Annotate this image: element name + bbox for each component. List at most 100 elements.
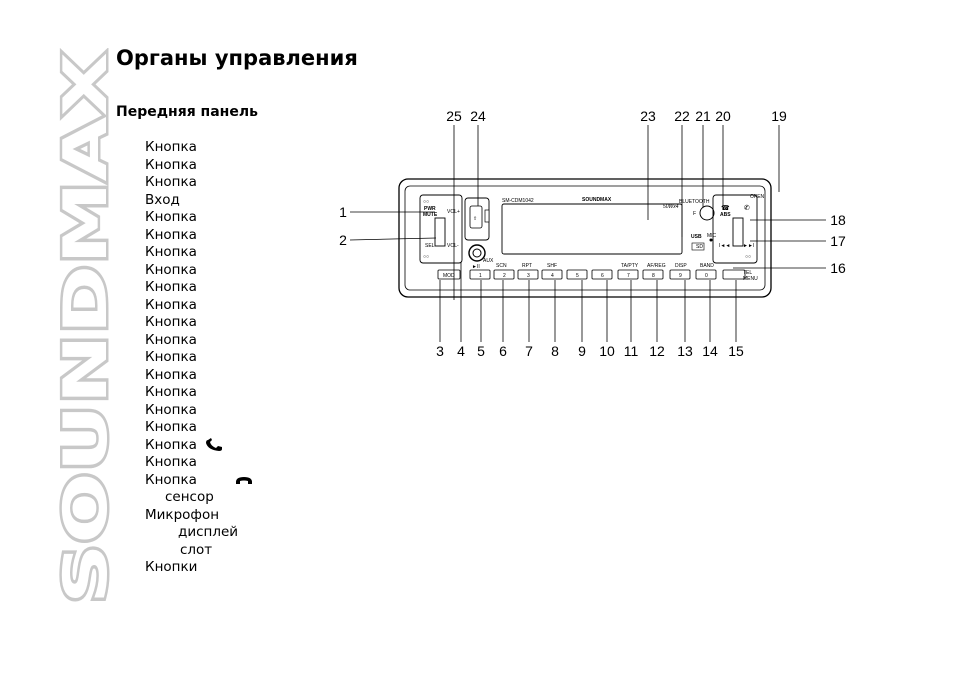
- brand-label: SOUNDMAX: [582, 197, 612, 203]
- release-tab: [484, 209, 490, 223]
- preset-button[interactable]: [669, 269, 691, 280]
- preset-button-label: 0: [705, 273, 708, 279]
- vol-down-label: VOL-: [447, 243, 459, 249]
- release-button[interactable]: [469, 205, 483, 229]
- control-item-text: Кнопки: [145, 559, 198, 575]
- control-item-text: Кнопка: [145, 454, 197, 470]
- control-item-text: Кнопка: [145, 261, 197, 278]
- scn-label: SCN: [496, 263, 507, 269]
- mod-button[interactable]: [437, 269, 461, 280]
- control-item: Кнопка: [145, 402, 197, 419]
- af-reg-label: AF/REG: [647, 263, 666, 269]
- preset-button[interactable]: [517, 269, 539, 280]
- panel-inner-frame: [404, 185, 766, 291]
- prev-track-icon: I◄◄: [719, 243, 730, 249]
- callout-number: 1: [339, 204, 347, 220]
- control-item: Кнопки: [145, 559, 197, 576]
- soundmax-watermark: SOUNDMAX: [58, 50, 120, 607]
- control-item: Кнопка: [145, 314, 197, 331]
- preset-button[interactable]: [591, 269, 613, 280]
- callout-number: 18: [830, 212, 846, 228]
- control-item-text: Микрофон: [145, 506, 220, 523]
- sel-label: SEL: [425, 243, 435, 249]
- control-item: Кнопка: [145, 244, 197, 261]
- callout-number: 11: [624, 343, 639, 359]
- section-title: Передняя панель: [116, 104, 258, 120]
- aux-label: AUX: [483, 258, 494, 264]
- callout-number: 5: [477, 343, 485, 359]
- callout-number: 10: [599, 343, 615, 359]
- control-item: Кнопка: [145, 262, 197, 279]
- display-window: [501, 203, 683, 255]
- control-item-text: сенсор: [165, 489, 214, 505]
- preset-button[interactable]: [469, 269, 491, 280]
- callout-number: 9: [578, 343, 586, 359]
- control-item: сенсор: [165, 489, 214, 506]
- control-item-text: Кнопка: [145, 436, 197, 453]
- ir-sensor: [699, 205, 715, 221]
- control-item: Кнопка: [145, 472, 253, 489]
- control-item: Кнопка: [145, 139, 197, 156]
- callout-number: 8: [551, 343, 559, 359]
- power-rating-label: 50Wx4: [663, 204, 679, 210]
- callout-number: 16: [830, 260, 846, 276]
- control-item-text: Кнопка: [145, 139, 197, 155]
- callout-number: 6: [499, 343, 507, 359]
- mod-label: MOD: [443, 273, 455, 279]
- ta-pty-label: TA/PTY: [621, 263, 639, 269]
- seek-knob-slot[interactable]: [732, 217, 744, 247]
- tel-label: TEL: [743, 270, 752, 276]
- rpt-label: RPT: [522, 263, 532, 269]
- preset-button-label: 2: [503, 273, 506, 279]
- control-item-text: Кнопка: [145, 156, 197, 173]
- next-track-icon: ►►I: [743, 243, 754, 249]
- preset-button[interactable]: [493, 269, 515, 280]
- preset-button-label: 4: [551, 273, 554, 279]
- preset-button[interactable]: [541, 269, 563, 280]
- preset-button-label: 8: [652, 273, 655, 279]
- control-item-text: Кнопка: [145, 349, 197, 365]
- led-dots-bottom: ○○: [423, 254, 429, 260]
- callout-number: 24: [470, 108, 486, 124]
- callout-number: 12: [649, 343, 665, 359]
- preset-button[interactable]: [642, 269, 664, 280]
- sd-card-slot[interactable]: [691, 242, 705, 251]
- page-title: Органы управления: [116, 46, 358, 70]
- callout-number: 23: [640, 108, 656, 124]
- open-label: OPEN: [750, 194, 765, 200]
- control-item-text: Кнопка: [145, 471, 197, 488]
- volume-knob-slot[interactable]: [434, 217, 446, 247]
- control-item-text: Кнопка: [145, 314, 197, 330]
- control-item: Кнопка: [145, 157, 197, 174]
- control-item: слот: [180, 542, 212, 559]
- aux-jack-outer[interactable]: [468, 244, 486, 262]
- mute-label: MUTE: [423, 212, 438, 218]
- control-item-text: слот: [180, 541, 213, 558]
- phone-hangup-icon: [235, 476, 252, 484]
- phone-answer-icon: [205, 437, 222, 451]
- control-item-text: Кнопка: [145, 384, 197, 400]
- usb-label: USB: [691, 234, 702, 240]
- preset-button-label: 6: [601, 273, 604, 279]
- callout-number: 25: [446, 108, 462, 124]
- bluetooth-label: BLUETOOTH: [679, 199, 710, 205]
- right-control-block: [712, 194, 758, 264]
- preset-button[interactable]: [617, 269, 639, 280]
- leader-line: [349, 237, 437, 241]
- led-dots-right: ○○: [745, 254, 751, 260]
- tel-menu-button[interactable]: [722, 269, 746, 280]
- disp-label: DISP: [675, 263, 687, 269]
- control-item: Кнопка: [145, 454, 197, 471]
- menu-label: MENU: [743, 276, 758, 282]
- control-item-text: Кнопка: [145, 401, 197, 418]
- control-item-text: Кнопка: [145, 226, 197, 243]
- preset-button-label: 9: [679, 273, 682, 279]
- preset-button-label: 7: [627, 273, 630, 279]
- preset-button[interactable]: [695, 269, 717, 280]
- panel-outer-frame: [398, 178, 772, 298]
- preset-button[interactable]: [566, 269, 588, 280]
- aux-jack-inner: [472, 248, 482, 258]
- callout-number: 17: [830, 233, 846, 249]
- callout-number: 13: [677, 343, 693, 359]
